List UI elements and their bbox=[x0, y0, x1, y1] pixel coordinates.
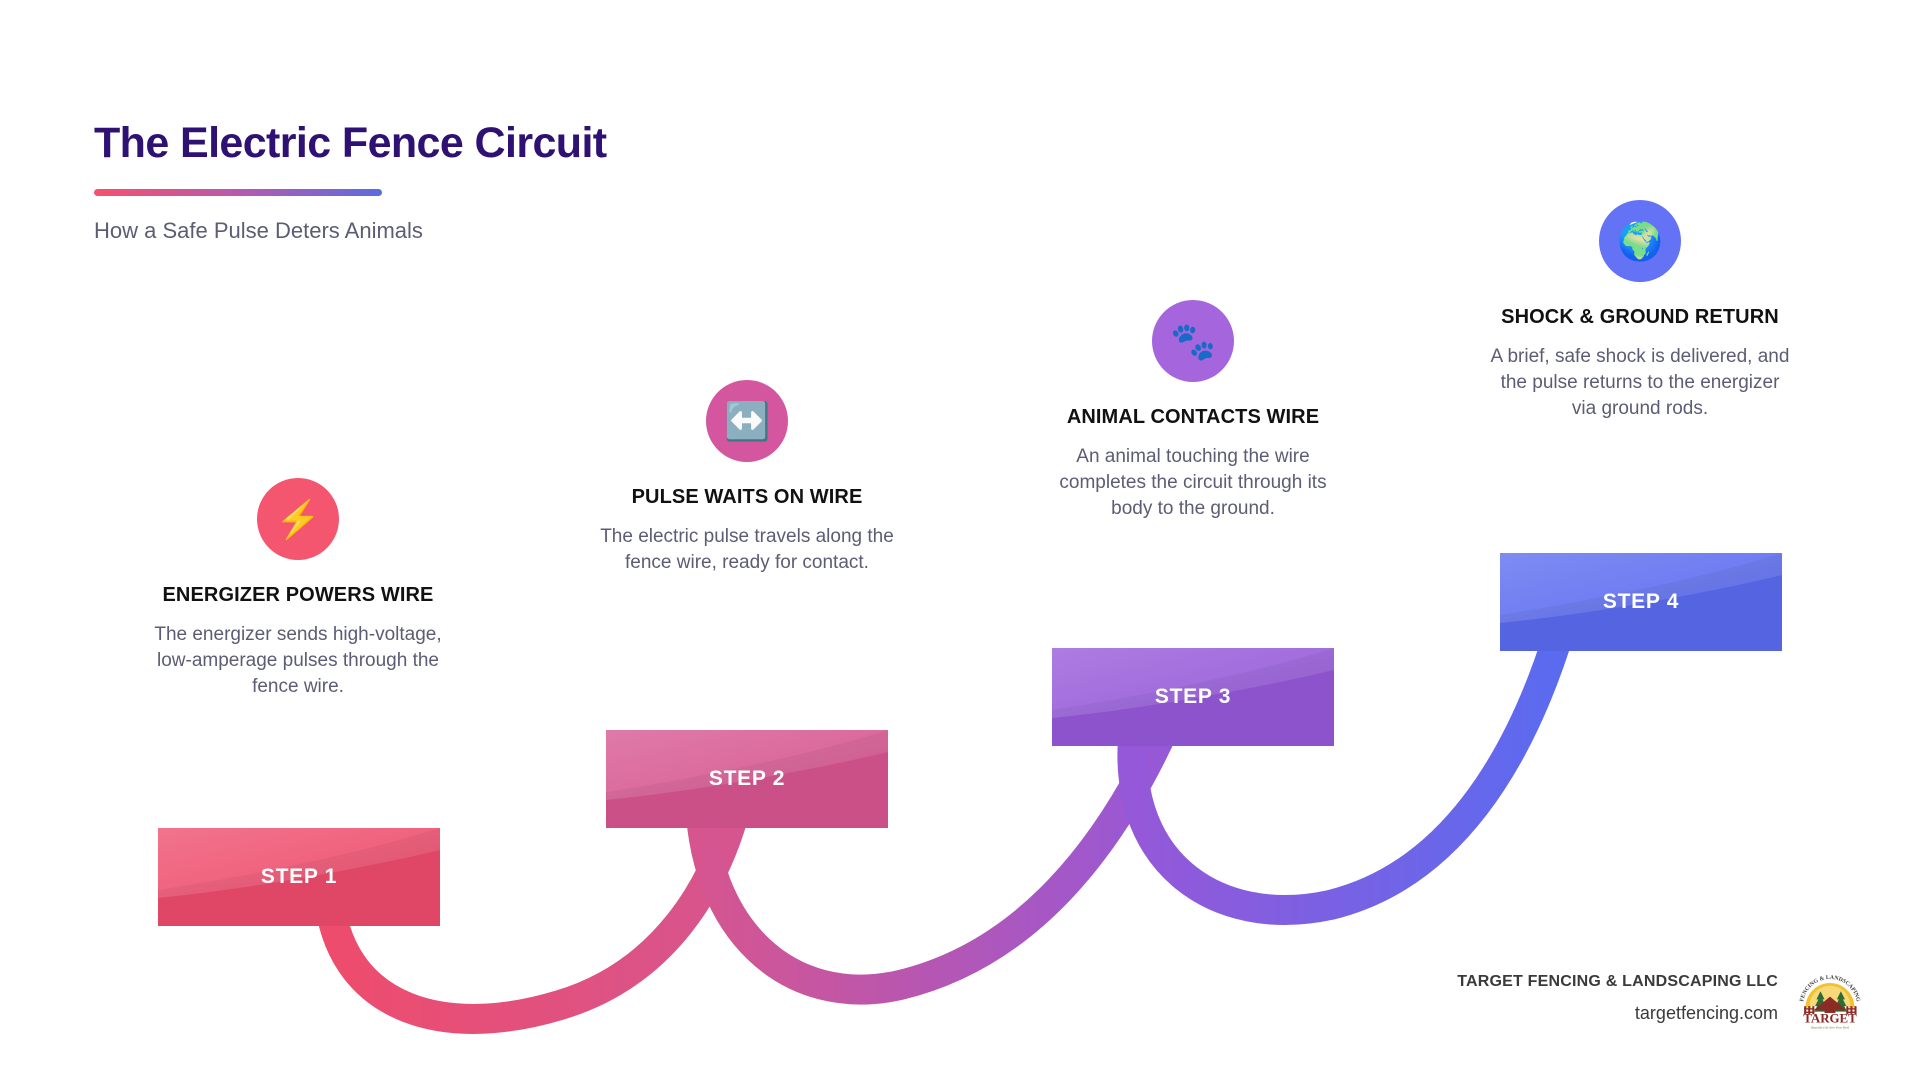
header: The Electric Fence Circuit How a Safe Pu… bbox=[94, 119, 607, 244]
step-block-3: 🐾 ANIMAL CONTACTS WIRE An animal touchin… bbox=[1043, 300, 1343, 521]
step-2-left-right-arrow-icon: ↔️ bbox=[706, 380, 788, 462]
step-block-1: ⚡ ENERGIZER POWERS WIRE The energizer se… bbox=[148, 478, 448, 699]
page-title: The Electric Fence Circuit bbox=[94, 119, 607, 167]
footer-website-url[interactable]: targetfencing.com bbox=[1634, 1002, 1778, 1023]
step-block-4: 🌍 SHOCK & GROUND RETURN A brief, safe sh… bbox=[1490, 200, 1790, 421]
svg-text:TARGET: TARGET bbox=[1803, 1010, 1857, 1025]
step-2-banner-label: STEP 2 bbox=[708, 767, 786, 790]
step-1-body: The energizer sends high-voltage, low-am… bbox=[154, 624, 442, 697]
step-1-lightning-bolt-icon: ⚡ bbox=[257, 478, 339, 560]
step-2-icon-glyph: ↔️ bbox=[723, 400, 771, 442]
step-3-heading: ANIMAL CONTACTS WIRE bbox=[1066, 406, 1320, 428]
step-3-paw-prints-icon: 🐾 bbox=[1152, 300, 1234, 382]
step-3-body: An animal touching the wire completes th… bbox=[1059, 446, 1327, 519]
title-underline-rule bbox=[94, 189, 382, 197]
step-4-body: A brief, safe shock is delivered, and th… bbox=[1490, 346, 1790, 419]
step-4-icon-glyph: 🌍 bbox=[1616, 220, 1664, 262]
step-block-2: ↔️ PULSE WAITS ON WIRE The electric puls… bbox=[597, 380, 897, 576]
page-subtitle: How a Safe Pulse Deters Animals bbox=[94, 218, 423, 244]
footer: TARGET FENCING & LANDSCAPING LLC targetf… bbox=[1457, 964, 1864, 1032]
step-1-banner-label: STEP 1 bbox=[260, 865, 338, 888]
step-4-banner-label: STEP 4 bbox=[1602, 590, 1680, 613]
target-fencing-logo: FENCING & LANDSCAPING TARGET Bea bbox=[1799, 975, 1861, 1030]
step-2-heading: PULSE WAITS ON WIRE bbox=[631, 486, 863, 508]
step-1-banner[interactable]: STEP 1 bbox=[158, 828, 440, 926]
step-3-banner-label: STEP 3 bbox=[1154, 685, 1232, 708]
svg-text:Beautify Life Into Your Yard: Beautify Life Into Your Yard bbox=[1811, 1026, 1849, 1030]
step-4-globe-earth-icon: 🌍 bbox=[1599, 200, 1681, 282]
step-3-banner[interactable]: STEP 3 bbox=[1052, 648, 1334, 746]
step-2-banner[interactable]: STEP 2 bbox=[606, 730, 888, 828]
step-3-icon-glyph: 🐾 bbox=[1169, 320, 1217, 362]
footer-company-name: TARGET FENCING & LANDSCAPING LLC bbox=[1457, 972, 1778, 990]
step-2-body: The electric pulse travels along the fen… bbox=[600, 526, 894, 574]
step-4-heading: SHOCK & GROUND RETURN bbox=[1501, 306, 1779, 328]
step-1-icon-glyph: ⚡ bbox=[274, 498, 322, 540]
footer-text-group: TARGET FENCING & LANDSCAPING LLC targetf… bbox=[1457, 973, 1778, 1024]
step-4-banner[interactable]: STEP 4 bbox=[1500, 553, 1782, 651]
step-1-heading: ENERGIZER POWERS WIRE bbox=[162, 584, 434, 606]
